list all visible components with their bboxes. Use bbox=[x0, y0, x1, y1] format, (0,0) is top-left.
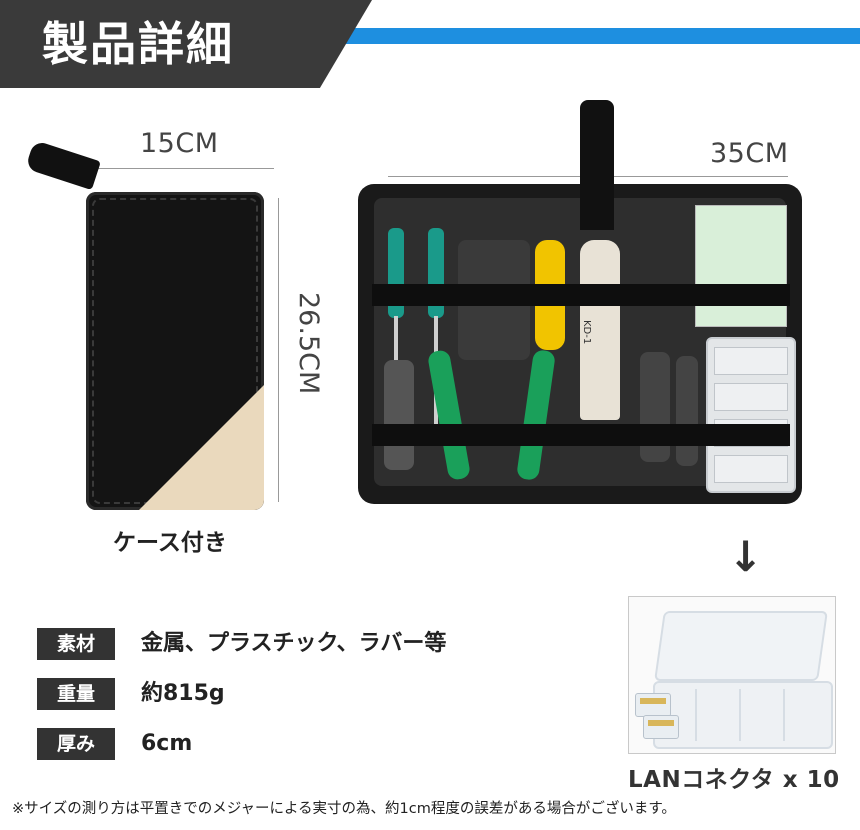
rj45-connector bbox=[643, 715, 679, 739]
connector-box bbox=[706, 337, 796, 493]
measurement-note: ※サイズの測り方は平置きでのメジャーによる実寸の為、約1cm程度の誤差がある場合… bbox=[12, 801, 676, 817]
header-banner: 製品詳細 bbox=[0, 0, 372, 88]
spec-key: 素材 bbox=[37, 628, 115, 660]
toolkit-handle bbox=[580, 100, 614, 230]
case-pull-tab bbox=[25, 139, 101, 191]
spec-key: 重量 bbox=[37, 678, 115, 710]
spec-value: 約815g bbox=[141, 681, 225, 706]
tester-card bbox=[695, 205, 787, 327]
spec-value: 6cm bbox=[141, 731, 193, 756]
case-caption: ケース付き bbox=[113, 530, 227, 556]
page-title: 製品詳細 bbox=[42, 17, 234, 71]
lan-connector-photo bbox=[628, 596, 836, 754]
box-tray bbox=[653, 681, 833, 749]
spec-value: 金属、プラスチック、ラバー等 bbox=[141, 631, 447, 656]
case-width-label: 15CM bbox=[140, 128, 219, 159]
elastic-strap-top bbox=[372, 284, 790, 306]
wire-stripper-2 bbox=[676, 356, 698, 466]
rj45-connector bbox=[635, 693, 671, 717]
arrow-down-icon: ↓ bbox=[728, 532, 764, 581]
box-lid bbox=[654, 611, 828, 681]
cable-stripper-tool bbox=[384, 360, 414, 470]
elastic-strap-bottom bbox=[372, 424, 790, 446]
kit-width-label: 35CM bbox=[710, 138, 789, 169]
punch-down-tool: KD-1 bbox=[580, 240, 620, 420]
header-accent-bar bbox=[330, 28, 860, 44]
case-width-line bbox=[92, 168, 274, 169]
connector-caption: LANコネクタ x 10 bbox=[628, 767, 840, 793]
case-height-label: 26.5CM bbox=[293, 292, 324, 395]
spec-key: 厚み bbox=[37, 728, 115, 760]
closed-case-image bbox=[86, 192, 264, 510]
punch-tool-label: KD-1 bbox=[581, 320, 592, 345]
case-height-line bbox=[278, 198, 279, 502]
